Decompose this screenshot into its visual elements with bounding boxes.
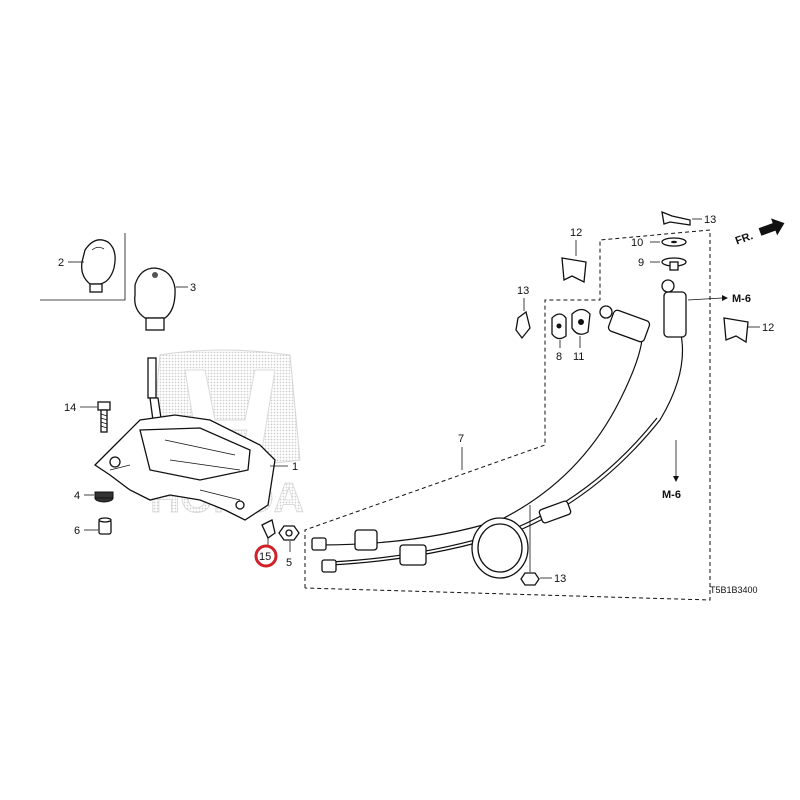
washer-part-10[interactable]	[661, 237, 687, 247]
clip-part-15[interactable]	[261, 519, 276, 539]
ref-m6-top: M-6	[732, 293, 751, 305]
clip-part-13-left[interactable]	[515, 310, 531, 340]
washer-part-9[interactable]	[661, 257, 687, 271]
shift-lever-assembly-part-1[interactable]	[93, 357, 276, 521]
shift-cable-assembly-part-7[interactable]	[311, 279, 687, 579]
callout-7: 7	[458, 433, 464, 445]
callout-13-right: 13	[704, 214, 716, 226]
callout-14: 13	[554, 573, 566, 585]
callout-4: 4	[74, 490, 80, 502]
cable-clip-part-12-right[interactable]	[723, 317, 749, 344]
callout-15: 15	[259, 551, 271, 563]
nut-part-14[interactable]	[520, 505, 540, 586]
callout-8: 8	[556, 351, 562, 363]
callout-3: 3	[190, 282, 196, 294]
nut-part-5[interactable]	[278, 525, 300, 541]
washer-part-11[interactable]	[571, 308, 591, 335]
front-direction-indicator: FR.	[734, 218, 785, 247]
bushing-part-4[interactable]	[94, 491, 114, 503]
callout-2: 2	[58, 257, 64, 269]
knob-inset-frame	[40, 233, 126, 301]
washer-part-8[interactable]	[551, 313, 567, 340]
diagram-code: T5B1B3400	[710, 585, 758, 595]
front-arrow-icon	[758, 218, 785, 236]
shift-knob-part-2[interactable]	[81, 239, 116, 293]
cable-assembly-frame	[304, 229, 711, 601]
cable-clip-part-12-top[interactable]	[561, 257, 587, 284]
shift-knob-part-3[interactable]	[134, 267, 176, 331]
callout-11: 11	[573, 351, 584, 363]
collar-part-6[interactable]	[98, 517, 112, 535]
highlight-ring-15[interactable]	[254, 544, 278, 568]
callout-12-top: 12	[570, 227, 582, 239]
bolt-part-16[interactable]	[97, 401, 111, 433]
callout-16: 14	[64, 402, 76, 414]
callout-10: 10	[631, 237, 643, 249]
direction-label: FR.	[734, 230, 755, 247]
callout-9: 9	[638, 257, 644, 269]
callout-1: 1	[292, 461, 298, 473]
ref-m6-bottom: M-6	[662, 489, 681, 501]
callout-12-right: 12	[762, 322, 774, 334]
clip-part-13-right[interactable]	[661, 210, 691, 226]
callout-5: 5	[286, 557, 292, 569]
callout-6: 6	[74, 525, 80, 537]
callout-13-left: 13	[517, 285, 529, 297]
